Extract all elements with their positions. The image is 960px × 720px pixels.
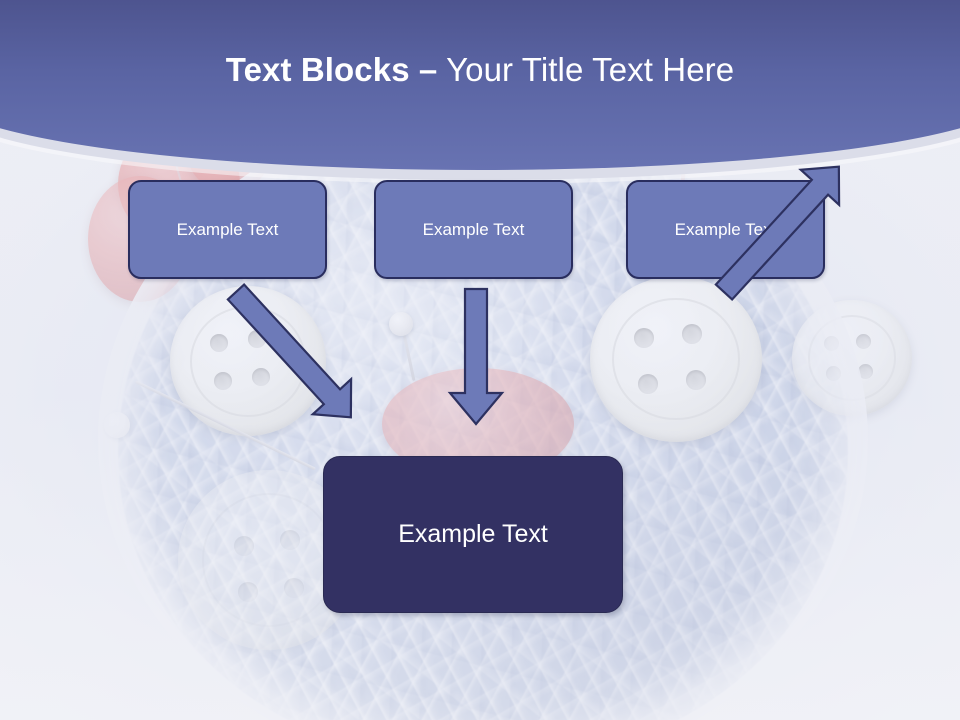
result-text-block[interactable]: Example Text [323, 456, 623, 613]
text-block-3-label: Example Text [674, 219, 777, 239]
arrow-down-left-icon [714, 165, 841, 301]
result-text-block-label: Example Text [398, 520, 548, 548]
text-block-2[interactable]: Example Text [374, 180, 573, 279]
text-block-1-label: Example Text [176, 219, 279, 239]
page-title-bold: Text Blocks – [225, 51, 438, 88]
header-band [0, 0, 960, 170]
arrow-down-right-icon [226, 283, 353, 419]
text-block-1[interactable]: Example Text [128, 180, 327, 279]
page-title: Text Blocks – Your Title Text Here [0, 50, 960, 90]
page-title-light: Your Title Text Here [437, 51, 735, 88]
arrow-down-icon [447, 287, 505, 426]
text-block-2-label: Example Text [422, 219, 525, 239]
